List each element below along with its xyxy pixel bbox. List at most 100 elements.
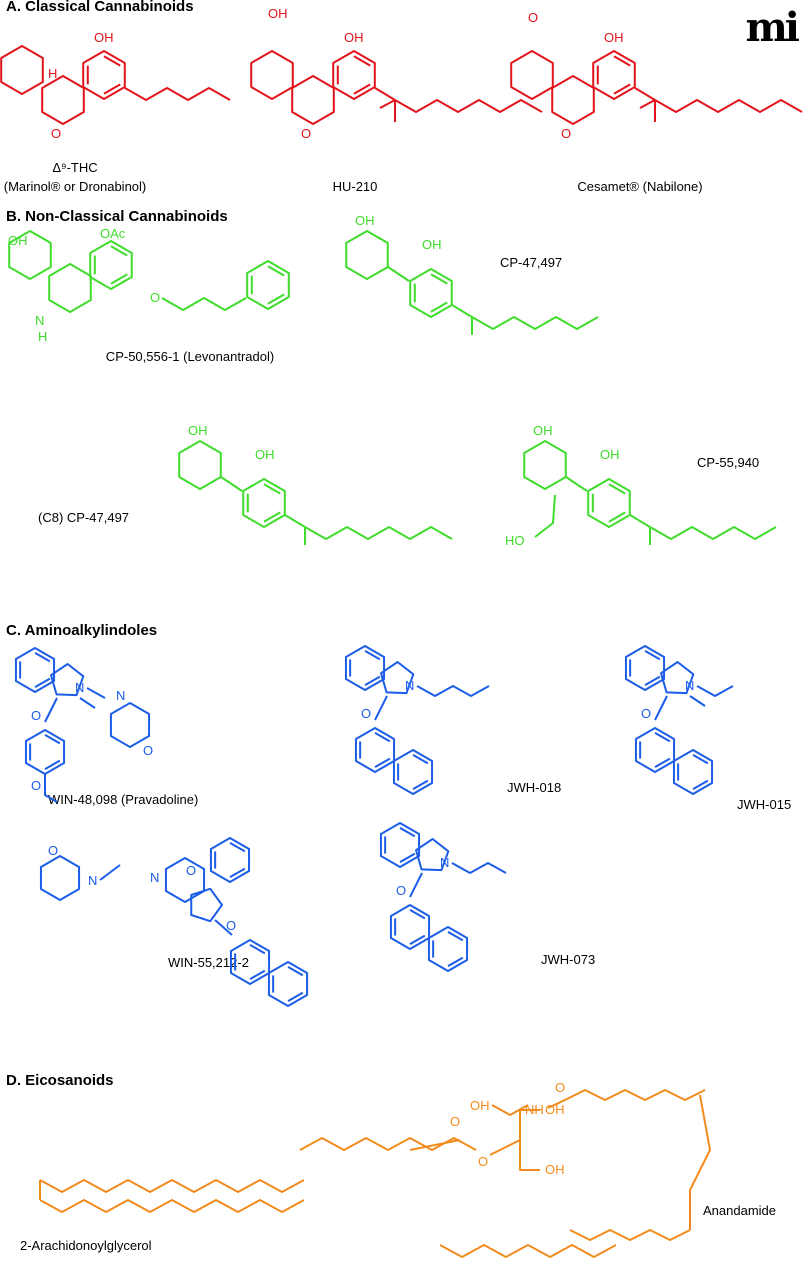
atom-label: O	[561, 126, 571, 141]
bond	[430, 301, 448, 313]
bond	[190, 887, 223, 923]
atom-label: O	[361, 706, 371, 721]
cp47497-label: CP-47,497	[500, 255, 563, 270]
bond	[565, 476, 588, 492]
bond	[654, 731, 671, 743]
nabilone-label: Cesamet® (Nabilone)	[577, 179, 703, 194]
bond	[439, 1244, 617, 1258]
bond	[229, 867, 246, 879]
atom-label: OH	[268, 6, 288, 21]
bond	[624, 645, 666, 691]
bond	[364, 649, 381, 661]
bond	[689, 695, 706, 707]
bond	[692, 753, 709, 765]
bond	[608, 511, 626, 523]
bond	[34, 651, 51, 663]
bond	[44, 697, 58, 723]
bond	[692, 779, 709, 791]
bond	[263, 511, 281, 523]
anandamide-label: Anandamide	[703, 1203, 776, 1218]
atom-label: NH	[525, 1102, 544, 1117]
bond	[399, 826, 416, 838]
bond	[229, 841, 246, 853]
atom-label: OH	[545, 1162, 565, 1177]
bond	[592, 50, 636, 100]
atom-label: O	[51, 126, 61, 141]
bond	[287, 965, 304, 977]
bond	[103, 83, 121, 95]
bond	[267, 265, 285, 277]
atom-label: OH	[344, 30, 364, 45]
bond	[39, 855, 81, 901]
atom-label: N	[440, 855, 449, 870]
bond	[696, 685, 734, 697]
bond	[48, 263, 92, 313]
jwh073-structure: NO	[379, 822, 507, 972]
bond	[287, 991, 304, 1003]
bond	[613, 55, 631, 67]
bond	[99, 864, 121, 881]
bond	[613, 83, 631, 95]
atom-label: HO	[505, 533, 525, 548]
thc-name: Δ⁹-THC	[52, 160, 98, 175]
bond	[430, 273, 448, 285]
atom-label: OH	[355, 213, 375, 228]
atom-label: N	[116, 688, 125, 703]
bond	[41, 75, 85, 125]
atom-label: OH	[470, 1098, 490, 1113]
bond	[547, 1099, 566, 1109]
atom-label: O	[555, 1080, 565, 1095]
2ag-label: 2-Arachidonoylglycerol	[20, 1238, 152, 1253]
bond	[14, 647, 56, 693]
jwh018-label: JWH-018	[507, 780, 562, 795]
jwh018-structure: NO	[344, 645, 490, 795]
section-c-title: C. Aminoalkylindoles	[6, 622, 158, 639]
atom-label: OH	[188, 423, 208, 438]
bond	[409, 908, 426, 920]
bond	[44, 733, 61, 745]
bond	[415, 838, 450, 872]
atom-label: OAc	[100, 226, 126, 241]
section-b-title: B. Non-Classical Cannabinoids	[6, 208, 228, 225]
jwh015-label: JWH-015	[737, 797, 792, 812]
thc-label: Δ⁹-THC (Marinol® or Dronabinol)	[4, 158, 147, 196]
jwh073-label: JWH-073	[541, 952, 596, 967]
bond	[304, 526, 453, 540]
bond	[451, 304, 473, 318]
bond	[344, 645, 386, 691]
bond	[50, 663, 85, 697]
bond	[569, 1229, 691, 1241]
bond	[639, 99, 656, 109]
bond	[364, 675, 381, 687]
bond	[427, 926, 469, 972]
bond	[267, 961, 309, 1007]
bond	[263, 483, 281, 495]
bond	[394, 99, 543, 113]
bond	[471, 316, 599, 330]
atom-label: O	[48, 843, 58, 858]
bond	[374, 731, 391, 743]
atom-label: OH	[604, 30, 624, 45]
bond	[510, 50, 554, 100]
bond	[229, 939, 271, 985]
bond	[353, 55, 371, 67]
atom-label: H	[48, 66, 57, 81]
bond	[387, 266, 410, 282]
bond	[654, 99, 803, 113]
bond	[608, 483, 626, 495]
bond	[109, 702, 151, 748]
pravadoline-label: WIN-48,098 (Pravadoline)	[48, 792, 199, 807]
bond	[374, 695, 388, 721]
section-d-title: D. Eicosanoids	[6, 1072, 114, 1089]
bond	[242, 478, 286, 528]
bond	[374, 757, 391, 769]
bond	[519, 1140, 540, 1171]
atom-label: N	[150, 870, 159, 885]
